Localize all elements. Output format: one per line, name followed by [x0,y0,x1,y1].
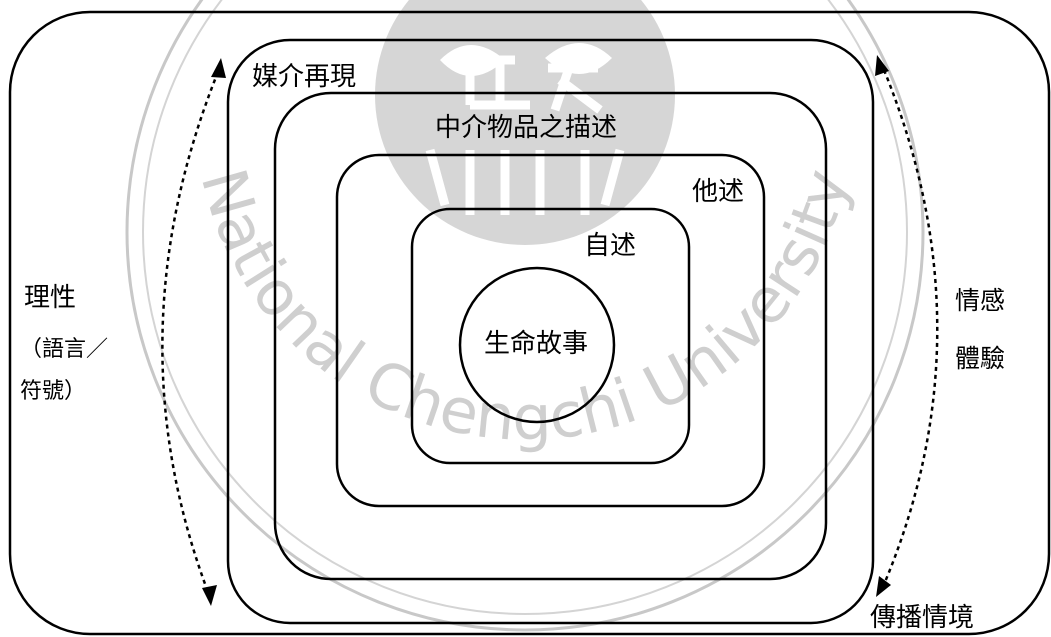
arrow-head-down-icon [202,585,217,606]
right-emotional-arrow [875,55,939,597]
other-narration-box [335,153,766,508]
left-rational-arrow [161,58,226,606]
arrow-head-up-icon [875,55,889,76]
arrow-head-down-icon [876,576,891,597]
seal-emblem-icon [375,0,675,245]
context-label: 傳播情境 [870,603,974,633]
other-narration-label: 他述 [692,177,744,207]
core-life-story-label: 生命故事 [484,329,588,359]
emotion-label-line2: 體驗 [955,344,1005,373]
media-representation-label: 媒介再現 [252,62,356,92]
rational-title: 理性 [24,283,76,313]
rational-subtitle-line2: 符號） [20,379,86,404]
university-watermark: National Chengchi University [125,0,925,632]
rational-subtitle-line1: （語言／ [20,337,108,362]
watermark-inner-ring [142,0,908,615]
emotion-label-line1: 情感 [955,286,1005,315]
outer-context-box [8,10,1051,636]
intermediary-objects-label: 中介物品之描述 [435,113,617,143]
core-life-story-ellipse [458,266,616,424]
self-narration-box [410,207,691,465]
arrow-head-up-icon [211,58,226,78]
self-narration-label: 自述 [584,231,636,261]
intermediary-objects-box [273,91,828,581]
watermark-outer-ring [125,0,925,632]
media-representation-box [226,38,875,625]
